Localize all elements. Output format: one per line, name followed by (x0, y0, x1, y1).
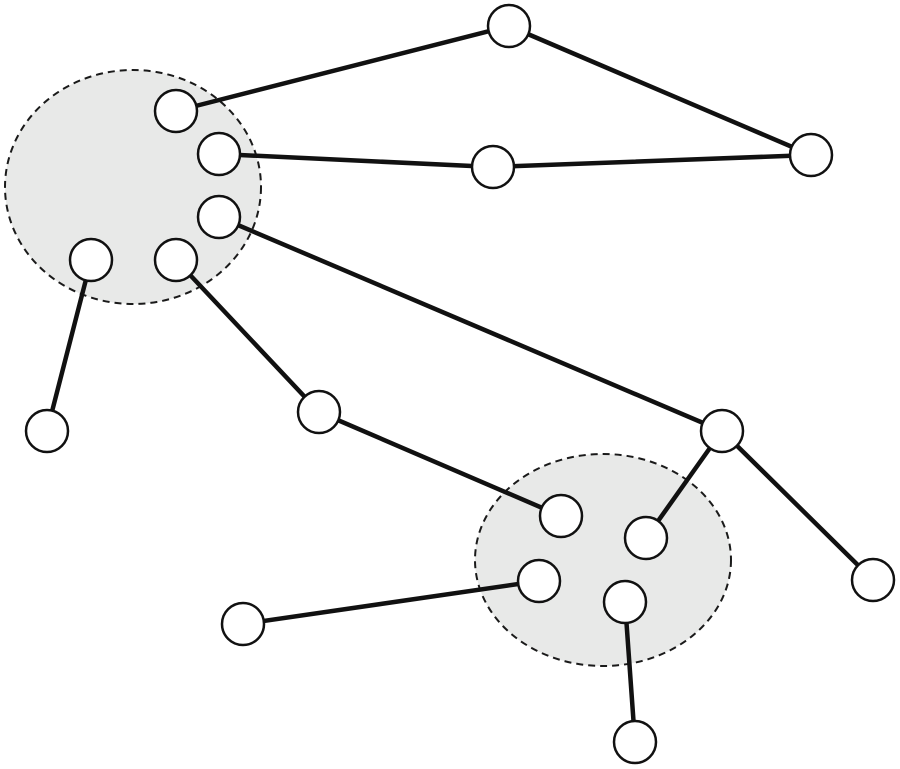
edge-b3-bottom-left (240, 578, 542, 627)
cluster-group-a (4, 69, 262, 305)
node-top (486, 3, 532, 49)
node-bottom-left (220, 601, 266, 647)
edge-a2-mid (216, 151, 496, 170)
edge-a1-top (173, 23, 512, 114)
node-hub (699, 408, 745, 454)
node-center (296, 389, 342, 435)
node-a2 (196, 131, 242, 177)
node-a5 (153, 237, 199, 283)
edge-a3-hub (216, 214, 725, 434)
node-a1 (153, 88, 199, 134)
node-bottom (612, 719, 658, 765)
node-far-right (850, 557, 896, 603)
edge-center-b1 (316, 409, 564, 519)
node-b4 (602, 579, 648, 625)
edge-a4-left-low (44, 257, 94, 434)
node-b3 (516, 558, 562, 604)
edge-hub-far-right (719, 428, 876, 583)
node-a4 (68, 237, 114, 283)
node-right (788, 132, 834, 178)
cluster-group-b (474, 453, 732, 667)
edge-top-right (506, 23, 814, 158)
node-b2 (623, 515, 669, 561)
edge-mid-right (490, 152, 814, 170)
nodes-layer (24, 3, 896, 765)
node-b1 (538, 493, 584, 539)
edge-b4-bottom (622, 599, 638, 745)
edge-a5-center (173, 257, 322, 415)
node-a3 (196, 194, 242, 240)
node-mid (470, 144, 516, 190)
node-left-low (24, 408, 70, 454)
